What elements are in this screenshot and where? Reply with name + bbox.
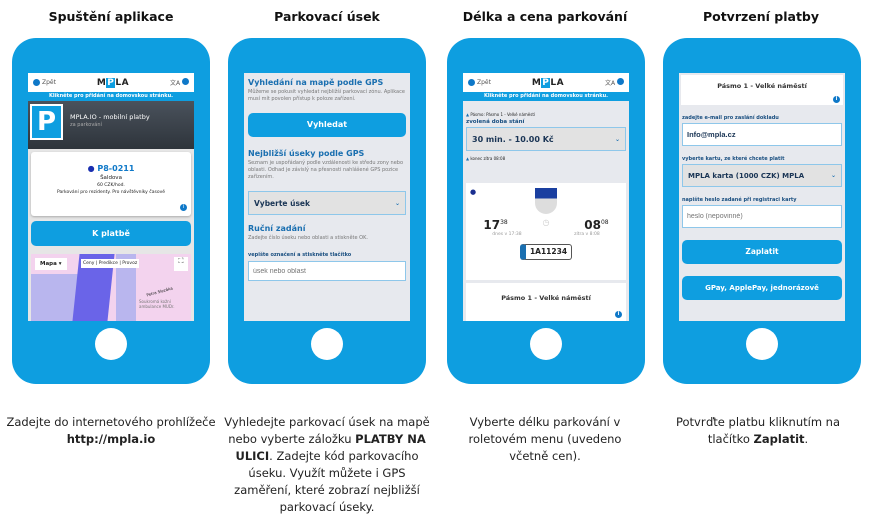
password-label: napište heslo zadané při registraci kart… xyxy=(682,197,797,203)
phone-mockup-1: Zpět MPLA 文A Klikněte pro přidání na dom… xyxy=(12,38,210,384)
app-header: Zpět MPLA 文A xyxy=(28,73,194,92)
nearby-title: Nejbližší úseky podle GPS xyxy=(248,149,365,158)
duration-select[interactable]: 30 min. - 10.00 Kč⌄ xyxy=(466,127,626,151)
license-plate[interactable]: 1A11234 xyxy=(520,244,572,260)
step-title-1: Spuštění aplikace xyxy=(48,9,174,24)
back-icon xyxy=(468,79,475,86)
card-label: vyberte kartu, ze které chcete platit xyxy=(682,156,785,162)
app-header: Zpět MPLA 文A xyxy=(463,73,629,92)
home-button xyxy=(95,328,127,360)
back-icon xyxy=(33,79,40,86)
price: 60 CZK/hod. xyxy=(97,183,125,188)
clock-icon: ◷ xyxy=(542,218,550,227)
screen-start: Zpět MPLA 文A Klikněte pro přidání na dom… xyxy=(28,73,194,321)
translate-icon[interactable]: 文A xyxy=(604,80,616,87)
caption-1: Zadejte do internetového prohlížeče http… xyxy=(6,415,216,446)
app-name: MPLA.IO - mobilní platby xyxy=(70,113,150,121)
city-coat-of-arms xyxy=(535,188,557,214)
hero: P MPLA.IO - mobilní platby za parkování xyxy=(28,101,194,149)
zone-note: Parkování pro rezidenty. Pro návštěvníky… xyxy=(56,190,166,195)
step-title-3: Délka a cena parkování xyxy=(462,9,628,24)
email-label: zadejte e-mail pro zaslání dokladu xyxy=(682,115,779,121)
home-button xyxy=(311,328,343,360)
parking-icon: P xyxy=(30,104,63,140)
caption-2: Vyhledejte parkovací úsek na mapě nebo v… xyxy=(224,415,430,514)
screen-zone-select: Vyhledání na mapě podle GPS Můžeme se po… xyxy=(244,73,410,321)
logo: MPLA xyxy=(96,77,130,88)
fullscreen-icon[interactable]: ⛶ xyxy=(174,257,188,271)
pay-button[interactable]: Zaplatit xyxy=(682,240,842,264)
zone-code: ● P8-0211 xyxy=(87,164,135,173)
info-icon[interactable]: i xyxy=(615,311,622,318)
map-place-label: Soukromá kožní ambulance MUDr. xyxy=(139,299,175,309)
end-time: ▲ konec zítra 08:08 xyxy=(466,156,506,161)
home-button xyxy=(746,328,778,360)
pay-button[interactable]: K platbě xyxy=(31,221,191,246)
phone-mockup-3: Zpět MPLA 文A Klikněte pro přidání na dom… xyxy=(447,38,645,384)
location-pin-icon: ● xyxy=(87,164,95,173)
start-subtitle: dnes v 17:38 xyxy=(492,232,522,237)
translate-icon[interactable]: 文A xyxy=(169,80,181,87)
ticket-card: ● 1738 ◷ 0808 dnes v 17:38 zítra v 8:08 1… xyxy=(466,183,626,280)
card-select[interactable]: MPLA karta (1000 CZK) MPLA⌄ xyxy=(682,164,842,187)
zone-input[interactable] xyxy=(248,261,406,281)
email-input[interactable] xyxy=(682,123,842,146)
home-banner[interactable]: Klikněte pro přidání na domovskou stránk… xyxy=(463,92,629,101)
caption-3: Vyberte délku parkování v roletovém menu… xyxy=(468,415,622,463)
zone-label: ▲ Pásmo: Pásmo 1 - Velké náměstí xyxy=(466,112,536,117)
gear-icon[interactable] xyxy=(182,78,189,85)
gps-title: Vyhledání na mapě podle GPS xyxy=(248,78,384,87)
gps-description: Můžeme se pokusit vyhledat nejbližší par… xyxy=(248,89,405,102)
back-label: Zpět xyxy=(42,79,56,86)
zone-card[interactable]: ● P8-0211 Šaldova 60 CZK/hod. Parkování … xyxy=(31,152,191,216)
duration-label: zvolená doba stání xyxy=(466,119,525,125)
chevron-down-icon: ⌄ xyxy=(394,199,400,207)
chevron-down-icon: ⌄ xyxy=(614,135,620,143)
step-title-2: Parkovací úsek xyxy=(274,9,380,24)
phone-mockup-2: Vyhledání na mapě podle GPS Můžeme se po… xyxy=(228,38,426,384)
zone-select[interactable]: Vyberte úsek⌄ xyxy=(248,191,406,215)
step-title-4: Potvrzení platby xyxy=(702,9,820,24)
search-button[interactable]: Vyhledat xyxy=(248,113,406,137)
gear-icon[interactable] xyxy=(617,78,624,85)
home-banner[interactable]: Klikněte pro přidání na domovskou stránk… xyxy=(28,92,194,101)
password-input[interactable] xyxy=(682,205,842,228)
map-type-select[interactable]: Mapa ▾ xyxy=(35,258,67,270)
street: Šaldova xyxy=(100,175,122,181)
screen-duration: Zpět MPLA 文A Klikněte pro přidání na dom… xyxy=(463,73,629,321)
nearby-description: Seznam je uspořádaný podle vzdálenosti k… xyxy=(248,160,404,180)
map[interactable]: Mapa ▾ Ceny | Predikce | Provoz ⛶ Petra … xyxy=(31,254,191,321)
logo: MPLA xyxy=(531,77,565,88)
location-pin-icon: ● xyxy=(470,188,477,196)
back-button[interactable]: Zpět xyxy=(33,79,56,86)
info-icon[interactable]: i xyxy=(833,96,840,103)
map-street-label: Petra Slezáka xyxy=(145,285,174,298)
caption-4: Potvrďte platbu kliknutím na tlačítko Za… xyxy=(675,415,841,446)
manual-description: Zadejte číslo úseku nebo oblasti a stisk… xyxy=(248,235,368,241)
home-button xyxy=(530,328,562,360)
time-range: 1738 ◷ 0808 xyxy=(483,218,609,232)
app-subtitle: za parkování xyxy=(70,122,102,128)
back-button[interactable]: Zpět xyxy=(468,79,491,86)
info-icon[interactable]: i xyxy=(180,204,187,211)
manual-title: Ruční zadání xyxy=(248,224,306,233)
alternative-pay-button[interactable]: GPay, ApplePay, jednorázově xyxy=(682,276,842,300)
zone-input-label: vepište označení a stiskněte tlačítko xyxy=(248,252,352,258)
chevron-down-icon: ⌄ xyxy=(830,172,836,179)
map-layers-tabs[interactable]: Ceny | Predikce | Provoz xyxy=(81,259,140,268)
end-subtitle: zítra v 8:08 xyxy=(574,232,600,237)
